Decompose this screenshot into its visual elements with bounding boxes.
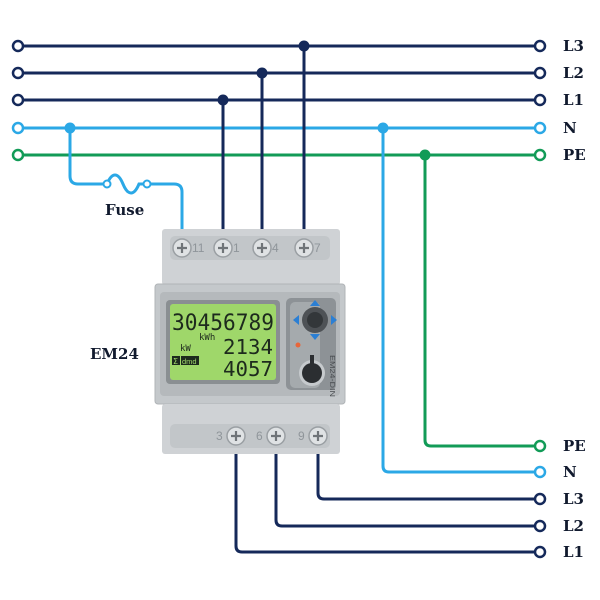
top-screws (170, 236, 330, 260)
joystick-right-arrow[interactable] (331, 315, 337, 325)
junction-dot (64, 122, 76, 134)
terminal-circle (533, 121, 547, 135)
label-pe-bottom: PE (563, 437, 586, 455)
terminal-circle (533, 545, 547, 559)
wire-l1-out (234, 450, 536, 554)
label-l2-bottom: L2 (563, 517, 584, 535)
label-l3-bottom: L3 (563, 490, 584, 508)
em24-meter: 30456789 kWh kW 2134 Σ dmd 4057 EM24-DIN… (90, 229, 346, 454)
top-buses (18, 44, 536, 157)
label-l3-top: L3 (563, 37, 584, 55)
top-drops (68, 46, 306, 236)
terminal-circle (533, 465, 547, 479)
junction-dot (298, 40, 310, 52)
lcd-sigma-box (172, 356, 180, 365)
terminal-circle (533, 39, 547, 53)
left-terminals (11, 39, 25, 162)
lcd-dmd: dmd (182, 357, 197, 366)
screw-slot (271, 431, 281, 441)
fuse-symbol (98, 173, 152, 195)
wire-l2-out (274, 450, 536, 528)
neutral-return-wire (381, 128, 536, 474)
label-pe-top: PE (563, 146, 586, 164)
terminal-circle (11, 39, 25, 53)
terminal-number: 7 (314, 241, 321, 255)
selector-knob-pointer (310, 355, 314, 369)
junction-dot (256, 67, 268, 79)
bottom-terminal-screws: 3 6 9 (216, 426, 328, 446)
joystick-up-arrow[interactable] (310, 300, 320, 306)
label-l1-top: L1 (563, 91, 584, 109)
side-model-text: EM24-DIN (328, 355, 335, 397)
screw-slot (218, 243, 228, 253)
fuse-label: Fuse (105, 201, 144, 219)
device-name-label: EM24 (90, 345, 139, 363)
terminal-circle (533, 492, 547, 506)
junction-dot (217, 94, 229, 106)
terminal-circle (533, 519, 547, 533)
joystick-left-arrow[interactable] (293, 315, 299, 325)
lcd-energy-value: 30456789 (172, 311, 274, 336)
terminal-circle (11, 93, 25, 107)
label-n-top: N (563, 119, 577, 137)
terminal-strip (170, 424, 330, 448)
terminal-number: 6 (256, 429, 263, 443)
earth-return-wire (423, 155, 536, 448)
right-bottom-labels: PE N L3 L2 L1 (563, 437, 586, 561)
terminal-number: 3 (216, 429, 223, 443)
lcd-energy-unit: kWh (199, 333, 215, 343)
lcd-power-value: 2134 (223, 335, 273, 359)
terminal-circle (11, 66, 25, 80)
lcd-power-unit: kW (180, 344, 191, 354)
terminal-number: 9 (298, 429, 305, 443)
lcd-dmd-box (181, 356, 199, 365)
screw-slot (299, 243, 309, 253)
terminal-number: 4 (272, 241, 279, 255)
lcd-demand-value: 4057 (223, 357, 273, 381)
neutral-fuse-wire (68, 128, 184, 236)
top-junctions (64, 40, 431, 161)
screw-slot (177, 243, 187, 253)
label-n-bottom: N (563, 463, 577, 481)
lcd-sigma: Σ (173, 357, 178, 366)
label-l2-top: L2 (563, 64, 584, 82)
terminal-circle (533, 439, 547, 453)
status-led (295, 342, 301, 348)
right-top-terminals (533, 39, 547, 162)
label-l1-bottom: L1 (563, 543, 584, 561)
wire-l3-out (316, 450, 536, 501)
fuse-end (102, 179, 112, 189)
joystick-button-center (307, 312, 323, 328)
terminal-strip (170, 236, 330, 260)
joystick-down-arrow[interactable] (310, 334, 320, 340)
right-verticals (381, 128, 536, 474)
screw-slot (231, 431, 241, 441)
screw-slot (257, 243, 267, 253)
terminal-circle (533, 93, 547, 107)
right-bottom-terminals (533, 439, 547, 559)
terminal-number: 1 (233, 241, 240, 255)
bottom-wires (234, 450, 536, 554)
terminal-circle (11, 148, 25, 162)
fuse-end (142, 179, 152, 189)
terminal-circle (11, 121, 25, 135)
terminal-number: 11 (192, 241, 205, 255)
selector-knob[interactable] (302, 363, 322, 383)
screw-slot (313, 431, 323, 441)
right-top-labels: L3 L2 L1 N PE (563, 37, 586, 164)
terminal-circle (533, 66, 547, 80)
terminal-circle (533, 148, 547, 162)
fuse-ends (102, 179, 152, 189)
